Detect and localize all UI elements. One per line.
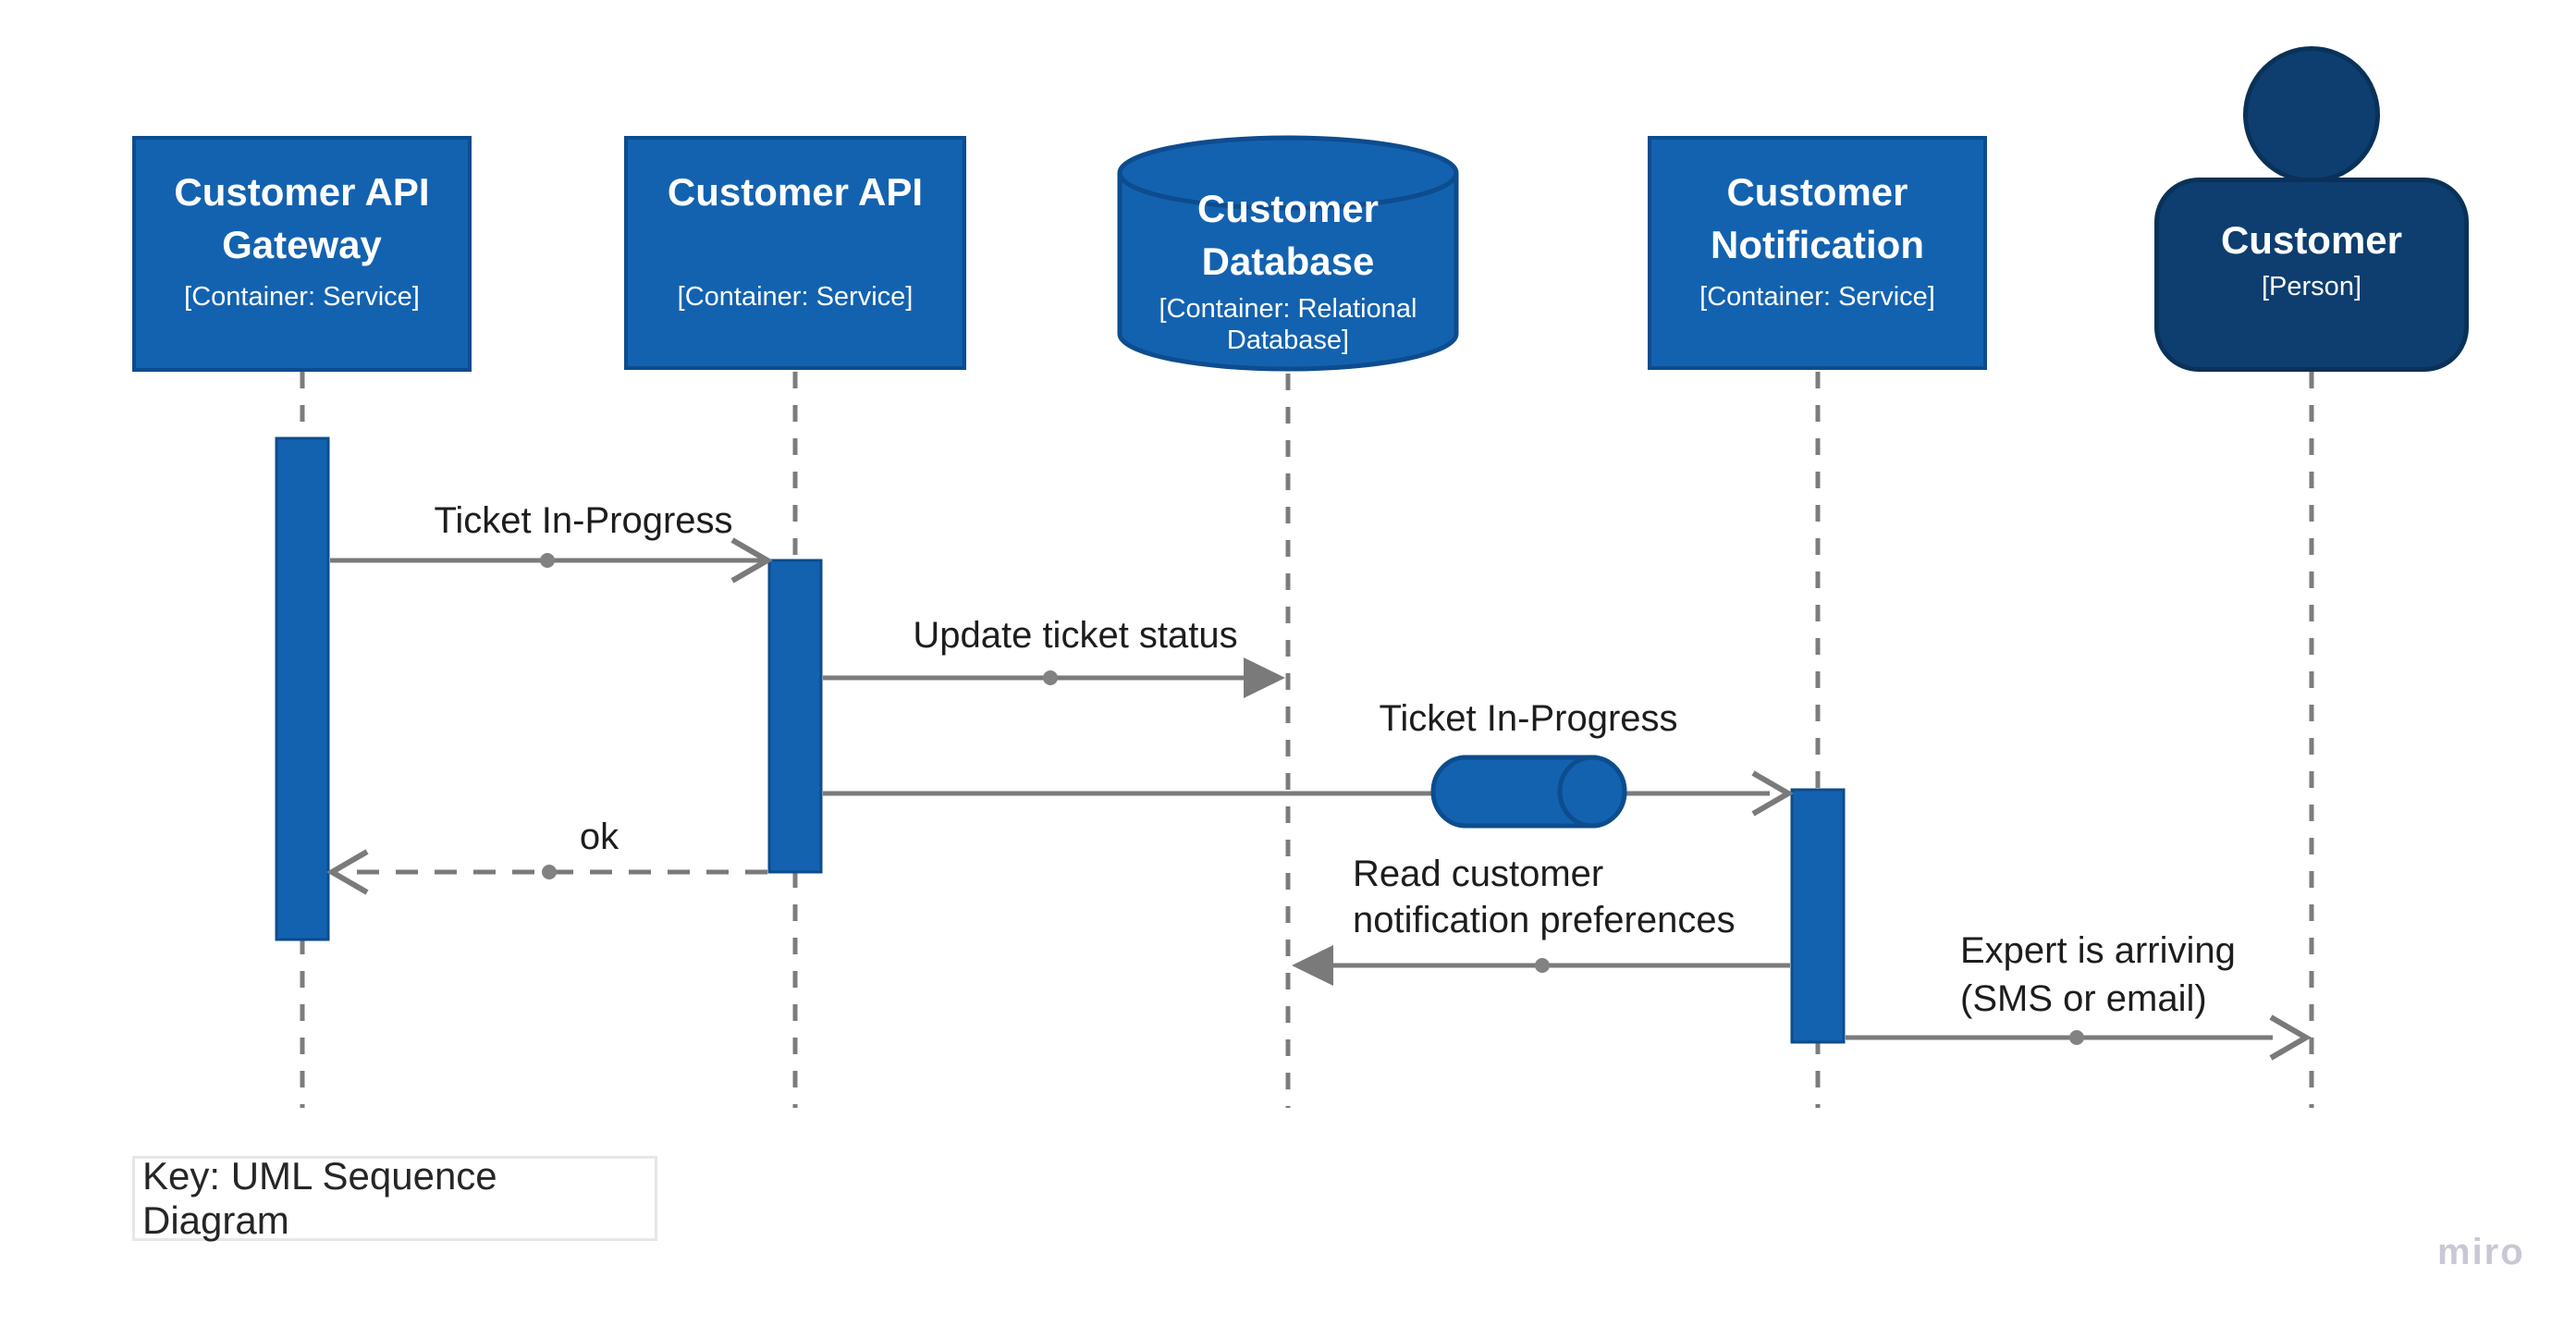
actor-customer-api-gateway[interactable]: Customer API Gateway [Container: Service…: [132, 136, 472, 372]
actor-customer-api[interactable]: Customer API [Container: Service]: [624, 136, 966, 370]
actor-subtitle: [Container: Service]: [184, 282, 420, 312]
queue-cylinder-icon[interactable]: [1430, 755, 1627, 829]
actor-customer-database[interactable]: Customer Database [Container: Relational…: [1117, 134, 1459, 375]
message-arrow-ticket-in-progress-1[interactable]: [330, 537, 773, 584]
mid-dot: [540, 553, 555, 568]
activation-bar-notification[interactable]: [1790, 788, 1846, 1044]
filled-arrowhead-icon: [1244, 657, 1285, 698]
actor-title: Customer Database: [1196, 187, 1380, 283]
message-arrow-update-ticket-status[interactable]: [823, 657, 1285, 698]
mid-dot: [1043, 670, 1058, 685]
message-label-read-preferences[interactable]: Read customer notification preferences: [1353, 854, 1736, 940]
mid-dot: [2069, 1030, 2084, 1045]
message-arrow-read-preferences[interactable]: [1292, 945, 1790, 986]
database-cylinder-icon: [1117, 135, 1459, 372]
miro-watermark: miro: [2437, 1232, 2525, 1272]
actor-title: Customer: [2220, 218, 2403, 262]
message-arrow-ticket-in-progress-2[interactable]: [823, 755, 1794, 829]
message-label-ok[interactable]: ok: [579, 817, 619, 857]
message-label-update-ticket-status[interactable]: Update ticket status: [913, 615, 1238, 656]
actor-customer-person[interactable]: Customer [Person]: [2154, 46, 2469, 372]
message-label-ticket-in-progress-1[interactable]: Ticket In-Progress: [434, 500, 733, 541]
activation-bar-api[interactable]: [767, 559, 823, 874]
actor-subtitle: [Person]: [2262, 272, 2361, 301]
message-arrow-ok[interactable]: [326, 849, 767, 895]
open-arrowhead-icon: [326, 849, 369, 895]
actor-subtitle: [Container: Relational Database]: [1159, 294, 1417, 355]
open-arrowhead-icon: [1751, 770, 1794, 817]
activation-bar-gateway[interactable]: [275, 436, 330, 941]
open-arrowhead-icon: [2269, 1014, 2312, 1061]
actor-subtitle: [Container: Service]: [1699, 282, 1935, 312]
actor-title: Customer Notification: [1711, 170, 1924, 266]
mid-dot: [1535, 958, 1550, 973]
open-arrowhead-icon: [730, 537, 773, 584]
actor-subtitle: [Container: Service]: [677, 282, 914, 312]
diagram-key-label: Key: UML Sequence Diagram: [142, 1154, 497, 1242]
diagram-key-box[interactable]: Key: UML Sequence Diagram: [132, 1154, 657, 1242]
message-arrow-expert-arriving[interactable]: [1846, 1014, 2312, 1061]
actor-customer-notification[interactable]: Customer Notification [Container: Servic…: [1648, 136, 1987, 370]
message-label-ticket-in-progress-2[interactable]: Ticket In-Progress: [1379, 698, 1678, 739]
message-label-expert-arriving[interactable]: Expert is arriving (SMS or email): [1960, 930, 2236, 1019]
person-head-icon: [2243, 46, 2380, 183]
actor-title: Customer API Gateway: [174, 170, 430, 266]
filled-arrowhead-icon: [1292, 945, 1333, 986]
person-body: Customer [Person]: [2154, 178, 2469, 372]
mid-dot: [542, 865, 557, 879]
actor-title: Customer API: [667, 170, 924, 214]
